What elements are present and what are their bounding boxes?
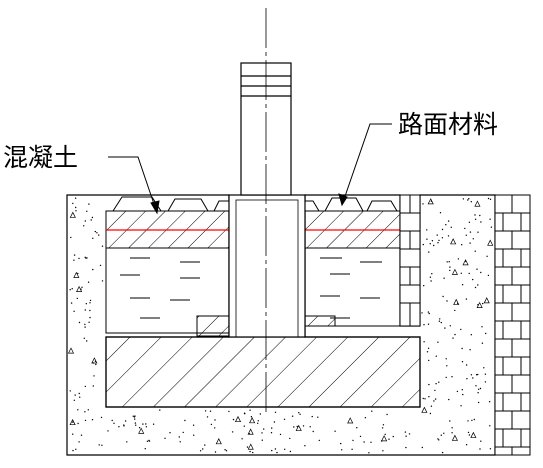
paving-leader — [341, 123, 392, 206]
leader-lines — [108, 123, 392, 215]
bollard-sleeve — [228, 194, 306, 338]
paving-blocks — [112, 196, 398, 212]
paving-layer — [105, 210, 401, 249]
foundation-slab — [105, 336, 421, 408]
concrete-label: 混凝土 — [3, 143, 78, 172]
concrete-leader — [108, 156, 158, 214]
brick-wall — [399, 194, 531, 456]
paving-material-label: 路面材料 — [398, 110, 498, 139]
sleeve-inner — [235, 199, 299, 338]
concrete-stipple — [67, 197, 494, 454]
brick-courses — [495, 194, 530, 455]
